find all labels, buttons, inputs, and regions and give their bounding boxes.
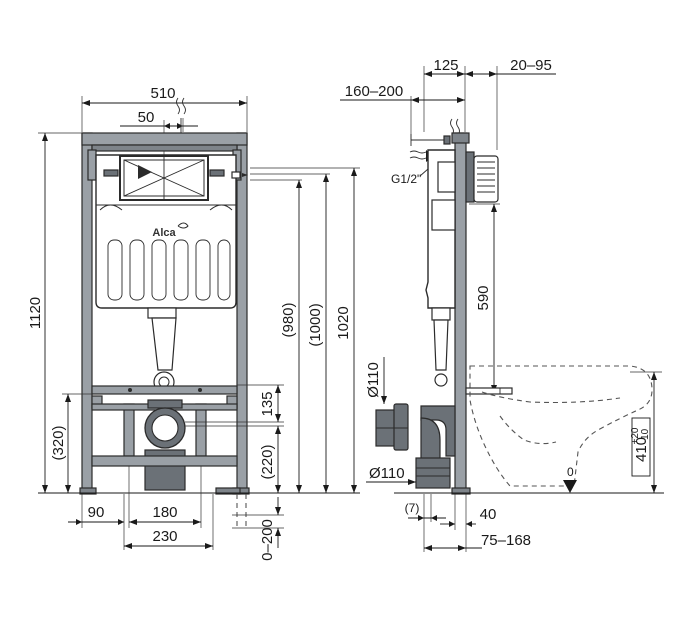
dim-135: 135	[259, 391, 276, 416]
dim-410-box	[631, 417, 651, 477]
dim-1020: 1020	[335, 306, 352, 339]
zero-level-marker	[563, 480, 577, 493]
alca-logo: Alca	[152, 227, 176, 239]
side-view: 125 20–95 160–200 G1/2"	[340, 57, 664, 552]
frame-left-post	[81, 132, 93, 494]
front-view: 510 50 Alca	[27, 85, 360, 561]
dim-pipe-lower: Ø110	[369, 465, 405, 482]
dim-180: 180	[152, 504, 177, 521]
dim-7: (7)	[405, 501, 420, 515]
dim-pipe-upper: Ø110	[365, 362, 382, 398]
dim-40: 40	[480, 506, 497, 523]
toilet-bowl-outline	[469, 365, 653, 487]
dim-125: 125	[433, 57, 458, 74]
side-frame-post	[454, 132, 467, 494]
dim-50: 50	[138, 109, 155, 126]
dim-980: (980)	[280, 302, 297, 337]
dim-510: 510	[150, 85, 175, 102]
frame-top-bar	[81, 132, 248, 146]
dim-160-200: 160–200	[345, 83, 403, 100]
dim-1120: 1120	[27, 297, 44, 329]
dim-410: 410	[633, 437, 650, 462]
logo-bird-icon	[177, 222, 189, 229]
thread-g1-2: G1/2"	[391, 172, 421, 186]
fixing-bolt	[465, 387, 513, 395]
drain-elbow	[420, 405, 456, 457]
dim-590: 590	[475, 285, 492, 310]
dim-220: (220)	[259, 444, 276, 479]
dim-0-200: 0–200	[259, 519, 276, 561]
dim-1000: (1000)	[307, 303, 324, 346]
dim-20-95: 20–95	[510, 57, 552, 74]
frame-lower-bar	[91, 385, 238, 395]
wall-bracket	[473, 155, 499, 203]
dim-410-tol-plus: +20	[630, 427, 641, 444]
dim-75-168: 75–168	[481, 532, 531, 549]
frame-right-post	[236, 132, 248, 494]
dim-410-tol-minus: -10	[640, 428, 651, 443]
zero-level-label: 0	[567, 465, 574, 479]
dim-90: 90	[88, 504, 105, 521]
dim-320: (320)	[50, 425, 67, 460]
dim-230: 230	[152, 528, 177, 545]
